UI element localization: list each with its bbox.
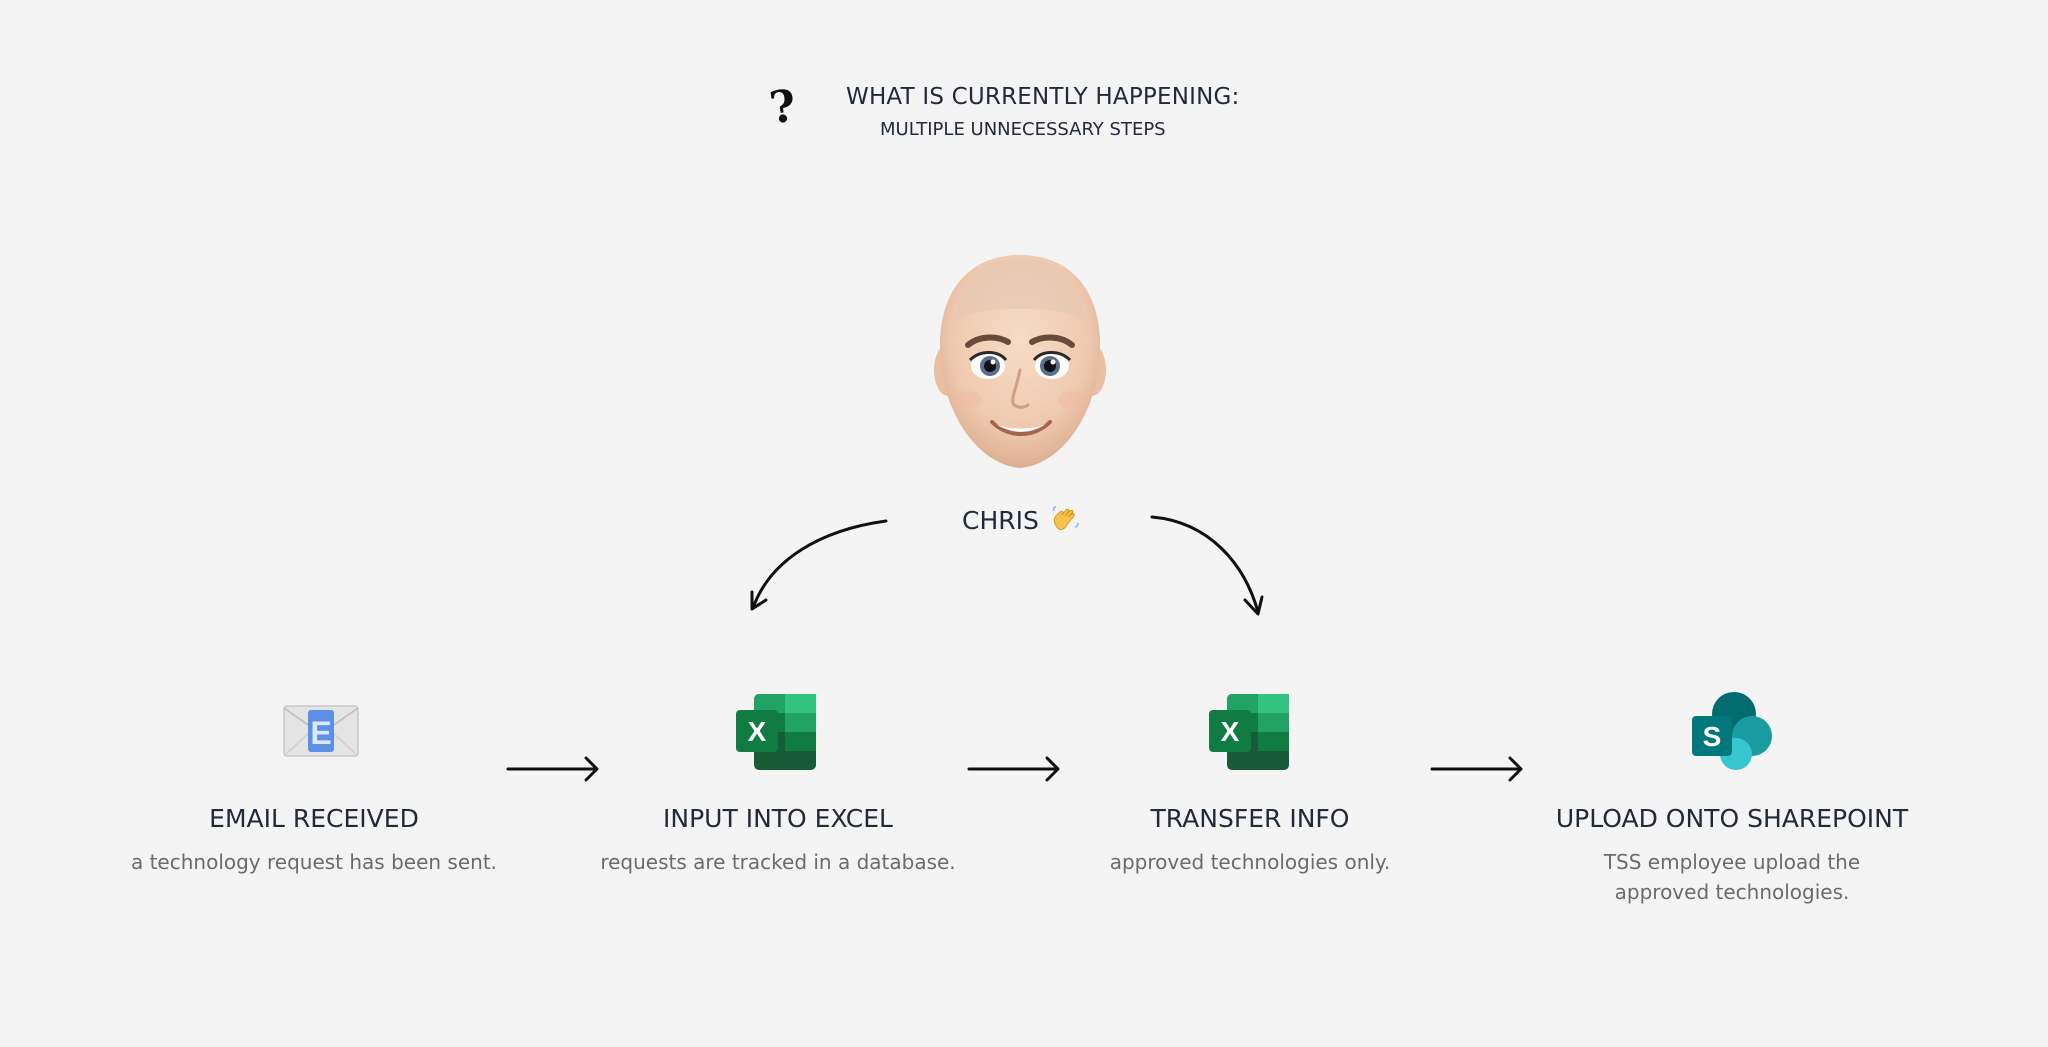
step-description: TSS employee upload the approved technol…	[1603, 850, 1861, 904]
email-envelope-icon: E	[282, 688, 368, 774]
step-input-into-excel: INPUT INTO EXCEL requests are tracked in…	[568, 804, 988, 877]
straight-arrow-2	[967, 756, 1060, 782]
memoji-face-icon	[934, 255, 1106, 468]
step-upload-onto-sharepoint: UPLOAD ONTO SHAREPOINT TSS employee uplo…	[1522, 804, 1942, 907]
excel-letter: X	[748, 716, 767, 747]
step-transfer-info: TRANSFER INFO approved technologies only…	[1040, 804, 1460, 877]
waving-hand-icon	[1051, 505, 1079, 533]
step-title: TRANSFER INFO	[1150, 804, 1350, 833]
step-title: INPUT INTO EXCEL	[663, 804, 893, 833]
curved-arrow-left	[750, 519, 888, 611]
curved-arrow-right	[1150, 515, 1264, 616]
step-email-received: EMAIL RECEIVED a technology request has …	[104, 804, 524, 877]
email-letter: E	[310, 715, 331, 751]
step-title: EMAIL RECEIVED	[209, 804, 419, 833]
excel-icon: X	[734, 690, 820, 776]
step-description: requests are tracked in a database.	[600, 850, 956, 874]
step-description: approved technologies only.	[1109, 850, 1391, 874]
person-name-label: CHRIS	[962, 506, 1039, 535]
sharepoint-icon: S	[1690, 690, 1776, 776]
step-title: UPLOAD ONTO SHAREPOINT	[1555, 804, 1909, 833]
person-name: CHRIS	[962, 505, 1079, 535]
page-title: WHAT IS CURRENTLY HAPPENING:	[846, 84, 1240, 110]
excel-icon: X	[1207, 690, 1293, 776]
step-description: a technology request has been sent.	[130, 850, 498, 874]
sharepoint-letter: S	[1703, 721, 1722, 752]
page-subtitle: MULTIPLE UNNECESSARY STEPS	[880, 119, 1166, 140]
straight-arrow-1	[506, 756, 599, 782]
excel-letter: X	[1221, 716, 1240, 747]
avatar	[930, 250, 1110, 480]
straight-arrow-3	[1430, 756, 1523, 782]
